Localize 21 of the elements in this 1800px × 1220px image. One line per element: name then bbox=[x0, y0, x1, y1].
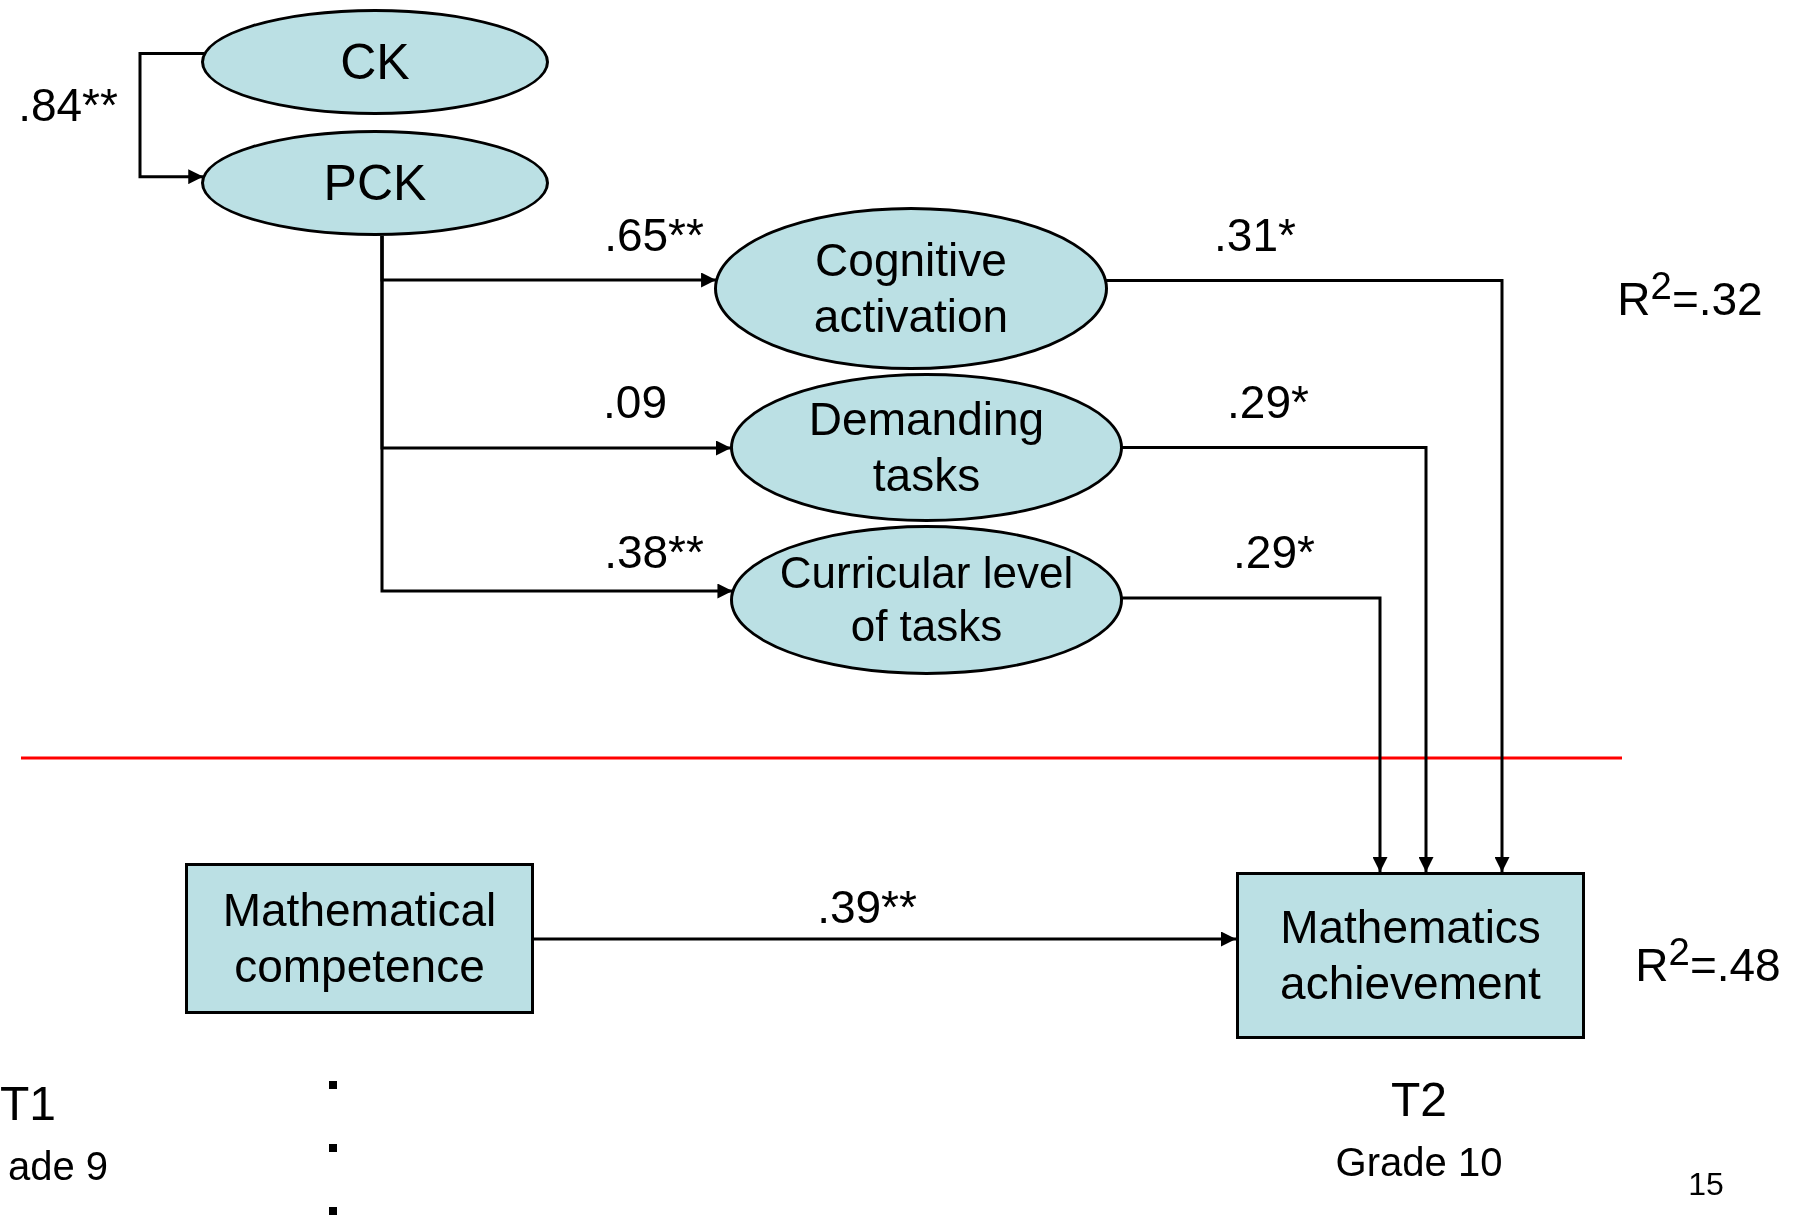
node-label: Cognitive activation bbox=[812, 233, 1010, 344]
node-label: Curricular level of tasks bbox=[778, 547, 1075, 652]
node-label: Demanding tasks bbox=[807, 392, 1046, 503]
time-point-label: T2 bbox=[1391, 1073, 1447, 1127]
node-label: Mathematics achievement bbox=[1279, 900, 1542, 1011]
arrow bbox=[534, 931, 1236, 947]
process-box bbox=[185, 863, 534, 1014]
node-label: PCK bbox=[323, 154, 427, 213]
r-squared-label: R$^{2}$=.48 bbox=[1635, 931, 1781, 991]
time-point-label: T1 bbox=[0, 1077, 56, 1131]
process-box bbox=[1236, 872, 1585, 1039]
page-number: 15 bbox=[1688, 1167, 1724, 1203]
grade-label: ade 9 bbox=[7, 1144, 109, 1188]
arrow bbox=[1121, 596, 1388, 872]
node-label: Mathematical competence bbox=[221, 883, 498, 994]
grade-label: Grade 10 bbox=[1335, 1140, 1503, 1184]
node-label: CK bbox=[340, 33, 410, 92]
arrow bbox=[1106, 279, 1510, 872]
arrow bbox=[380, 236, 733, 599]
arrow bbox=[1122, 446, 1434, 872]
r-squared-label: R$^{2}$=.32 bbox=[1617, 265, 1763, 325]
